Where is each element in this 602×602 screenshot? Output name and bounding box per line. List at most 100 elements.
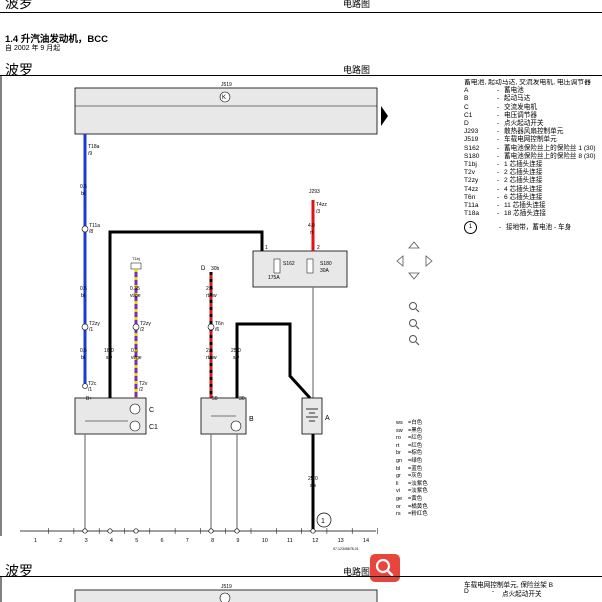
color-name: 粉红色 [411,511,428,518]
color-row: sw= 黑色 [396,427,423,434]
pan-controls[interactable] [396,241,433,280]
legend-row: T2v-2 芯插头连接 [464,169,543,177]
svg-text:0.5: 0.5 [131,348,138,354]
svg-text:25.0: 25.0 [308,476,318,482]
svg-text:sw: sw [310,483,317,489]
svg-text:0.5: 0.5 [80,184,87,190]
legend-row: T6n-6 芯插头连接 [464,193,543,201]
color-name: 红色 [411,435,423,442]
ruler-number: 4 [110,538,113,544]
svg-text:rt/sw: rt/sw [206,355,217,361]
page-title: 1.4 升汽油发动机，BCC [5,34,108,45]
svg-text:T2c: T2c [88,381,97,387]
legend-code: J519 [464,136,479,144]
j519-symbol-icon [219,91,231,103]
color-row: ro= 红色 [396,435,423,442]
svg-text:rt/sw: rt/sw [206,293,217,299]
color-name: 白色 [411,420,423,426]
svg-text:/3: /3 [316,209,320,215]
color-row: rs= 粉红色 [396,511,428,518]
color-code: br [396,450,401,457]
svg-text:T2zy: T2zy [89,321,100,327]
legend-code: C [464,103,469,111]
legend-code: T1bj [464,161,477,169]
color-row: gn= 绿色 [396,457,423,464]
legend-row: T2zy-2 芯插头连接 [464,177,543,185]
legend-desc: 2 芯插头连接 [504,169,543,177]
pan-down-icon[interactable] [408,272,420,280]
svg-text:sw: sw [106,355,113,361]
fuse-s162 [273,258,281,274]
svg-text:1: 1 [265,245,268,251]
svg-text:/8: /8 [89,229,93,235]
color-name: 灰色 [411,473,423,480]
svg-text:30A: 30A [320,268,330,274]
bottom-header-title: 波罗 [5,563,33,579]
color-name: 黑色 [411,427,423,434]
zoom-out-icon[interactable] [409,335,420,346]
svg-text:bl: bl [81,355,85,361]
legend-row: T1bj-1 芯插头连接 [464,161,543,169]
j519-label: J519 [221,82,232,88]
svg-text:sw: sw [233,355,240,361]
svg-text:25.0: 25.0 [231,348,241,354]
color-code: ge [396,495,403,502]
svg-text:T4zz: T4zz [316,202,327,208]
ruler-junction [234,528,240,534]
section-header-title: 波罗 [5,62,33,78]
svg-text:T2zy: T2zy [140,321,151,327]
pan-left-icon[interactable] [396,255,404,267]
zoom-reset-icon[interactable] [409,319,420,330]
label-j293: J293 [309,189,320,195]
svg-text:/2: /2 [140,327,144,333]
legend-code: T18a [464,210,480,218]
color-name: 绿色 [411,457,423,464]
color-name: 蓝色 [411,465,423,472]
connector-t2zy-left [81,323,89,331]
regulator-symbol-icon [129,420,141,432]
ruler-number: 7 [186,538,189,544]
legend-desc: 电压调节器 [504,111,537,119]
pan-right-icon[interactable] [425,255,433,267]
ground-note: 接地带，蓄电池 - 车身 [506,223,572,231]
page-subtitle: 自 2002 年 9 月起 [5,45,61,52]
svg-text:2.5: 2.5 [206,286,213,292]
top-rule [0,12,602,13]
svg-text:/2: /2 [139,387,143,393]
legend-code: T2v [464,169,475,177]
svg-text:bl: bl [81,191,85,197]
color-name: 淡紫色 [411,480,428,487]
bottom-header-subtitle: 电路图 [343,567,371,577]
ruler-number: 12 [312,538,318,544]
pan-up-icon[interactable] [408,241,420,249]
color-code: ws [396,420,403,426]
label-a: A [325,415,330,422]
svg-text:2: 2 [317,245,320,251]
legend-desc: 18 芯插头连接 [504,210,547,218]
legend-code: A [464,87,469,95]
svg-text:/1: /1 [88,387,92,393]
ground-point-icon [316,512,332,528]
color-row: ws= 白色 [396,420,423,426]
zoom-in-icon[interactable] [409,302,420,313]
legend-desc: 散热器风扇控制单元 [504,128,564,136]
svg-text:T6n: T6n [215,321,224,327]
starter-motor-icon [230,420,242,432]
color-code: rt [396,442,400,449]
legend-desc: 蓄电池保险丝上的保险丝 1 (30) [504,144,596,152]
connector-t2zy-mid [132,323,140,331]
legend-row: T11a-11 芯插头连接 [464,202,546,210]
svg-text:175A: 175A [268,275,280,281]
color-name: 橘黄色 [411,503,428,510]
bottom-legend-desc: 点火起动开关 [502,591,542,598]
legend-desc: 6 芯插头连接 [504,193,543,201]
svg-text:50: 50 [212,396,218,402]
magnifier-button[interactable] [370,554,400,582]
legend-desc: 4 芯插头连接 [504,185,543,193]
legend-row: S180-蓄电池保险丝上的保险丝 8 (30) [464,152,596,160]
circuit-diagram: K J519 T18a /9 0.5 bl T11a /8 0.5 bl T2z… [0,76,433,551]
color-code: gr [396,473,401,480]
color-code: bl [396,465,401,472]
color-row: or= 橘黄色 [396,503,428,510]
